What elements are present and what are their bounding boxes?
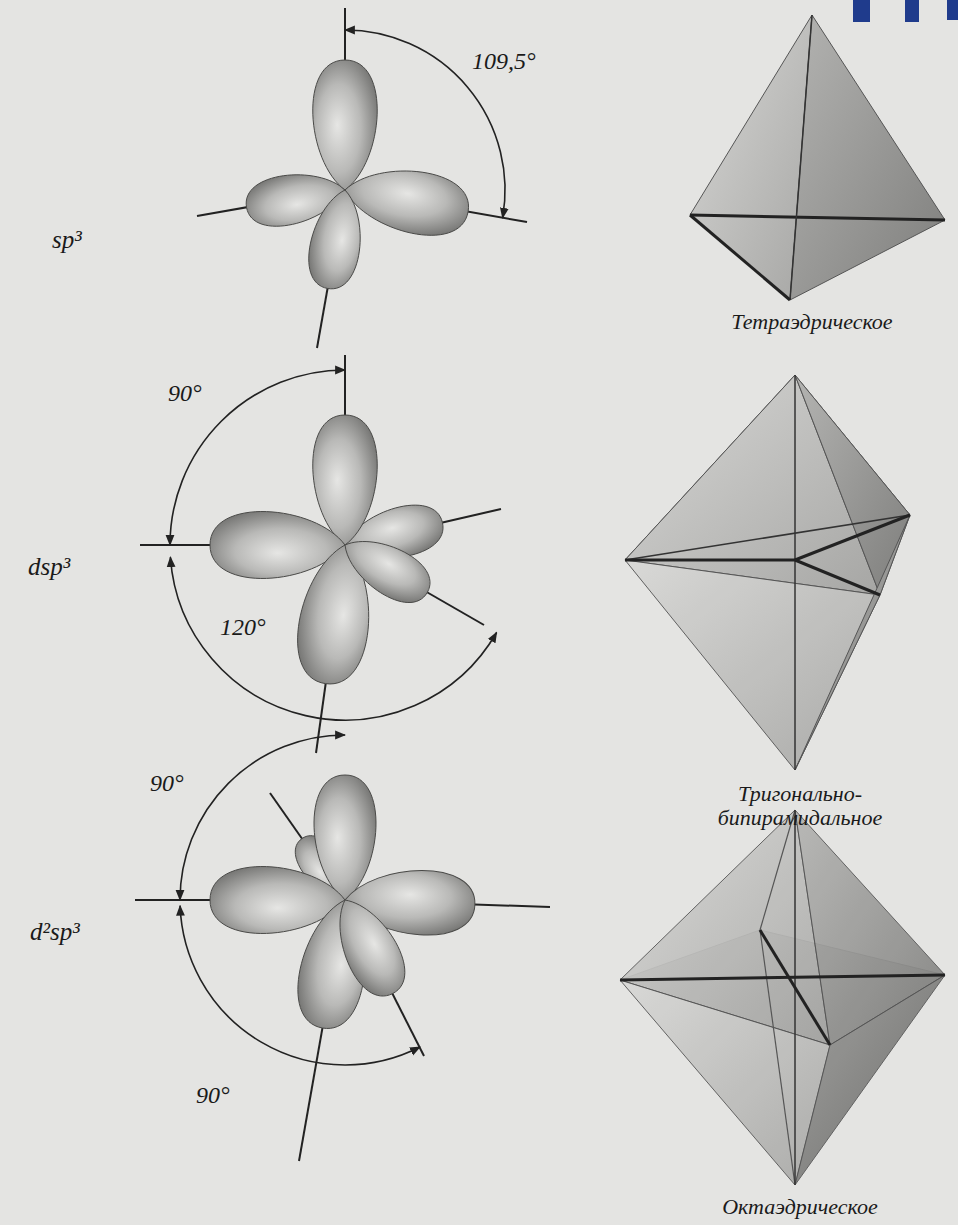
polyhedron-edge: [625, 515, 910, 560]
angle-arc: [170, 557, 496, 720]
orbital-lobe: [313, 415, 377, 545]
tetrahedron: [690, 15, 945, 300]
angle-label: 90°: [150, 770, 184, 796]
polyhedron-axis: [760, 930, 830, 1045]
polyhedron-axis: [795, 515, 910, 560]
polyhedron-edge: [690, 215, 790, 300]
polyhedron-edge: [690, 215, 945, 220]
orbital-lobe: [333, 525, 439, 613]
angle-label: 90°: [168, 380, 202, 406]
hybridization-label: d²sp³: [30, 918, 80, 946]
orbital-lobe: [322, 888, 416, 1005]
angle-label: 90°: [196, 1082, 230, 1108]
corner-marks: [853, 0, 958, 22]
polyhedron-face: [625, 560, 880, 770]
corner-mark: [905, 0, 919, 22]
geometry-caption: Тригонально- бипирамидальное: [685, 782, 915, 830]
polyhedron-edge: [760, 930, 795, 1185]
geometry-caption: Октаэдрическое: [722, 1195, 878, 1219]
angle-arc: [180, 735, 345, 900]
polyhedron-axis: [794, 810, 796, 1185]
orbital-axes: [140, 355, 501, 753]
trigonal-bipyramid: [625, 375, 910, 770]
polyhedron-face: [790, 15, 945, 300]
hybridization-label: dsp³: [28, 553, 70, 581]
d2sp3-orbitals: [135, 735, 550, 1161]
hybridization-label: sp³: [52, 226, 82, 254]
angle-label: 120°: [220, 614, 266, 640]
octahedron: [620, 810, 945, 1185]
polyhedron-axis: [620, 975, 945, 980]
orbital-lobe: [313, 60, 377, 190]
corner-mark: [947, 0, 958, 20]
polyhedron-face: [795, 975, 945, 1185]
corner-mark: [853, 0, 870, 22]
geometry-caption: Тетраэдрическое: [731, 310, 892, 334]
polyhedron-face: [795, 515, 910, 770]
polyhedron-edge: [790, 15, 812, 300]
polyhedron-face: [795, 810, 945, 1045]
orbital-lobe: [303, 186, 369, 293]
polyhedron-axis: [625, 560, 880, 595]
angle-label: 109,5°: [472, 48, 536, 74]
polyhedron-face: [620, 980, 830, 1185]
polyhedron-axis: [794, 375, 796, 770]
polyhedron-face: [690, 15, 812, 300]
dsp3-orbitals: [140, 355, 501, 753]
angle-arc: [180, 906, 420, 1065]
